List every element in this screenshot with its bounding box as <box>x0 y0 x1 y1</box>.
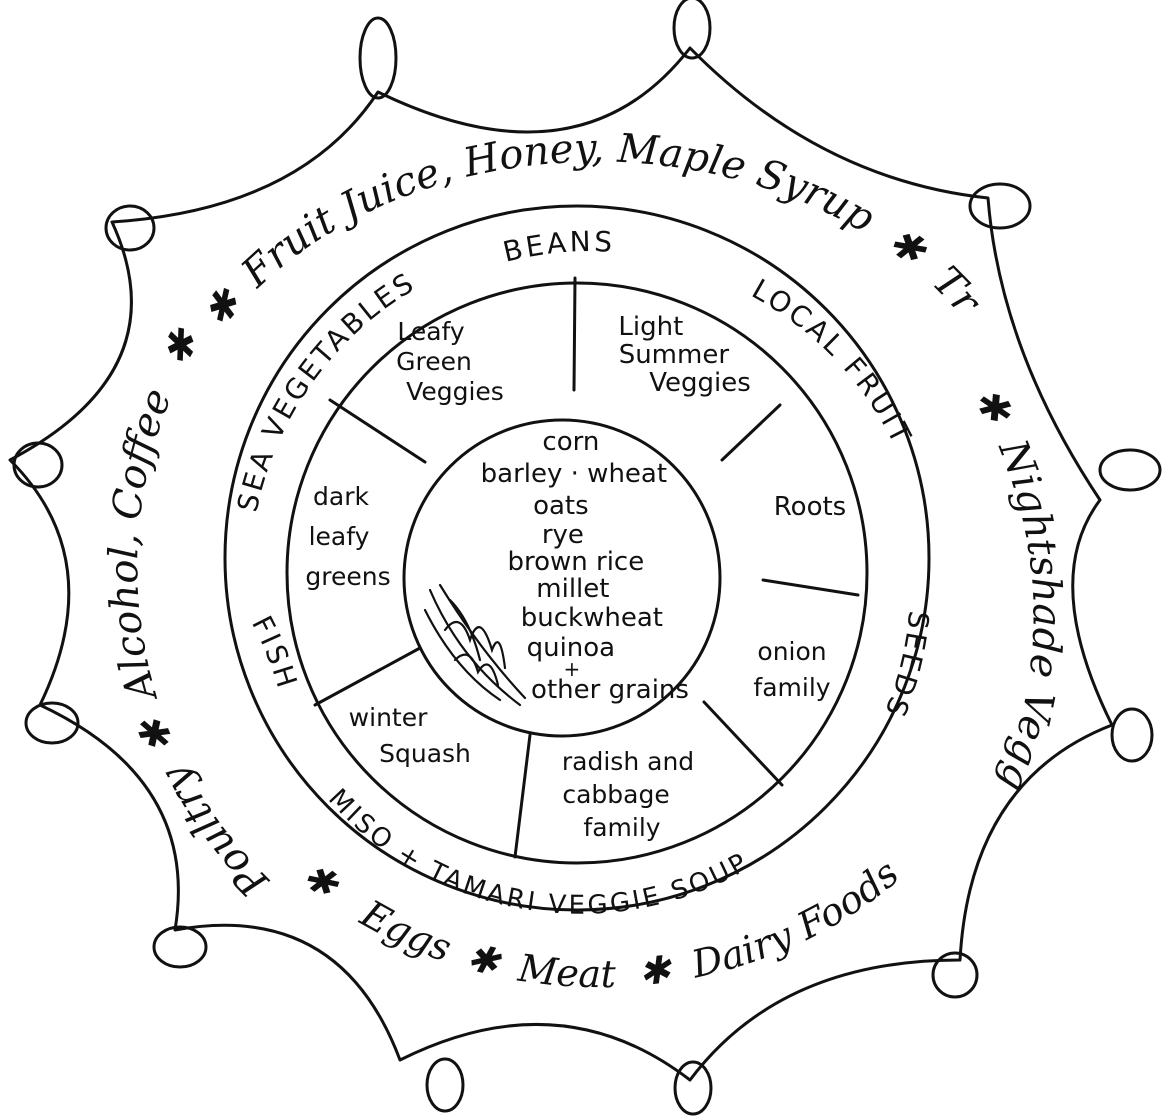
label-eggs: Eggs <box>353 891 457 971</box>
svg-text:FISH: FISH <box>245 611 304 694</box>
svg-text:✱ Fruit Juice, Honey,: ✱ Fruit Juice, Honey, Maple Syrup ✱ Trop… <box>0 0 991 336</box>
label-meat: Meat <box>515 946 617 997</box>
label-beans: BEANS <box>500 225 616 269</box>
star-1: ✱ <box>194 279 252 336</box>
segment-winter-squash: winter Squash <box>349 703 471 768</box>
svg-text:Poultry ✱ Alco: Poultry ✱ Alcohol, Coffee ✱ <box>101 320 278 906</box>
star-2: ✱ <box>879 218 935 276</box>
svg-text:✱ Eggs ✱: ✱ Eggs ✱ Meat ✱ Dairy Foods <box>294 851 907 996</box>
star-6: ✱ <box>294 853 348 909</box>
segment-leafy-green-veggies: Leafy Green Veggies <box>396 317 504 406</box>
star-3: ✱ <box>964 379 1022 433</box>
svg-text:SEEDS: SEEDS <box>877 609 935 723</box>
star-8: ✱ <box>152 320 210 374</box>
wheat-sketch-icon <box>425 585 525 705</box>
star-4: ✱ <box>636 947 675 995</box>
svg-text:BEANS: BEANS <box>500 225 616 269</box>
segment-onion-family: onion family <box>753 637 834 702</box>
star-5: ✱ <box>462 934 506 985</box>
center-grains-list: corn barley · wheat oats rye brown rice … <box>481 427 689 705</box>
label-fruit-juice: Fruit Juice, Honey, Maple Syrup <box>232 125 882 296</box>
segment-light-summer: Light Summer Veggies <box>618 312 750 398</box>
label-seeds: SEEDS <box>877 609 935 723</box>
svg-text:LOCAL FRUIT: LOCAL FRUIT <box>747 272 919 450</box>
label-local-fruit: LOCAL FRUIT <box>747 272 919 450</box>
segment-dark-leafy-greens: dark leafy greens <box>305 482 390 591</box>
star-7: ✱ <box>129 709 185 760</box>
label-fish: FISH <box>245 611 304 694</box>
segment-radish-cabbage: radish and cabbage family <box>562 747 702 842</box>
segment-roots: Roots <box>774 492 846 522</box>
svg-text:SEA VEGETABLES: SEA VEGETABLES <box>231 265 422 515</box>
label-alcohol: Alcohol, Coffee <box>101 382 181 709</box>
label-sea-vegetables: SEA VEGETABLES <box>231 265 422 515</box>
